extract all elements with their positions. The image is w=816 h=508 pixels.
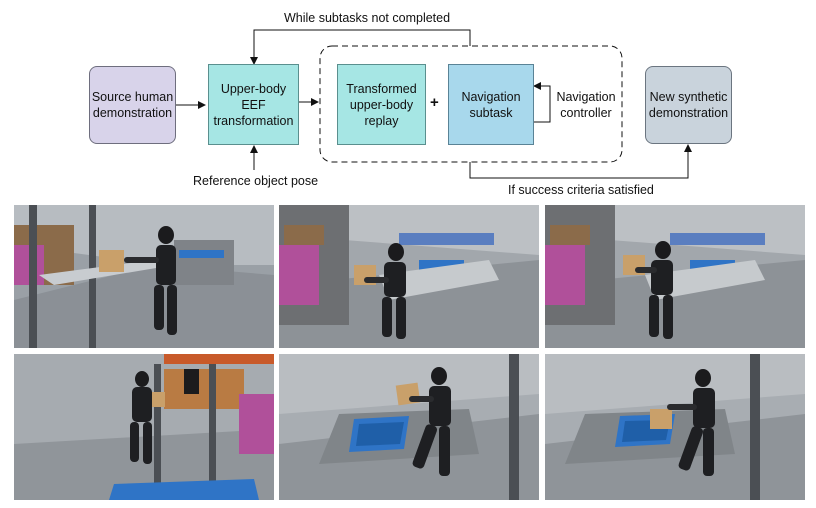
new-demo-label: New synthetic demonstration	[648, 90, 729, 120]
pipeline-diagram: Source human demonstration Upper-body EE…	[0, 0, 816, 200]
shelf-carry-view	[14, 354, 274, 500]
scene-render	[545, 354, 805, 500]
success-label: If success criteria satisfied	[508, 183, 654, 197]
new-demo-box: New synthetic demonstration	[645, 66, 732, 144]
loop-label: While subtasks not completed	[284, 11, 451, 25]
eef-transform-label: Upper-body EEF transformation	[213, 81, 294, 128]
warehouse-pick-view-1	[14, 205, 274, 348]
replay-box: Transformed upper-body replay	[337, 64, 426, 145]
scene-render	[279, 205, 539, 348]
scene-render	[14, 205, 274, 348]
scene-render	[279, 354, 539, 500]
warehouse-pick-view-3	[545, 205, 805, 348]
scene-render	[14, 354, 274, 500]
nav-subtask-box: Navigation subtask	[448, 64, 534, 145]
arrow-loop	[250, 29, 471, 65]
replay-label: Transformed upper-body replay	[346, 81, 417, 128]
ref-pose-label: Reference object pose	[193, 174, 319, 188]
nav-subtask-label: Navigation subtask	[461, 89, 521, 120]
plus-sign: +	[430, 94, 439, 111]
source-demo-box: Source human demonstration	[89, 66, 176, 144]
warehouse-pick-view-2	[279, 205, 539, 348]
arrow-success	[469, 144, 692, 179]
scene-render	[545, 205, 805, 348]
bin-place-view-2	[545, 354, 805, 500]
subtask-group-border	[319, 45, 623, 163]
nav-controller-label: Navigation controller	[556, 90, 616, 120]
arrow-nav-controller-loop	[521, 82, 551, 123]
eef-transform-box: Upper-body EEF transformation	[208, 64, 299, 145]
bin-place-view-1	[279, 354, 539, 500]
source-demo-label: Source human demonstration	[91, 90, 174, 120]
diagram-connectors	[176, 29, 692, 179]
